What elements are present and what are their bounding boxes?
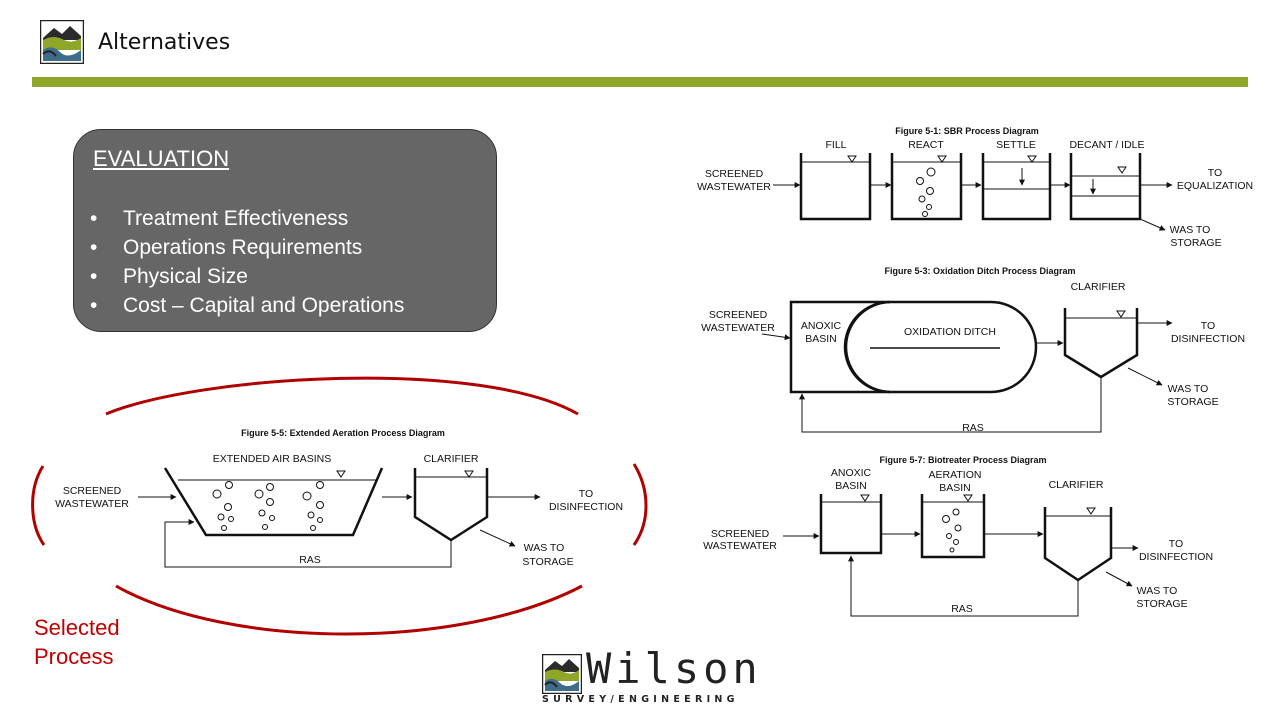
company-name: Wilson xyxy=(586,644,762,693)
air-bubbles xyxy=(212,481,324,531)
list-item: •Physical Size xyxy=(90,265,248,288)
svg-text:RAS: RAS xyxy=(299,554,321,566)
selected-process-ellipse xyxy=(31,376,648,636)
title-divider xyxy=(32,77,1248,87)
selected-process-label: Selected Process xyxy=(34,615,120,669)
svg-text:WAS TO: WAS TO xyxy=(1170,224,1211,236)
svg-text:DISINFECTION: DISINFECTION xyxy=(549,501,623,513)
page-title: Alternatives xyxy=(98,30,231,55)
svg-text:BASIN: BASIN xyxy=(805,333,837,345)
svg-text:DISINFECTION: DISINFECTION xyxy=(1171,333,1245,345)
svg-text:TO: TO xyxy=(1169,538,1183,550)
list-item: •Cost – Capital and Operations xyxy=(90,294,405,317)
svg-text:DECANT / IDLE: DECANT / IDLE xyxy=(1069,139,1144,151)
oxidation-ditch-diagram: Figure 5-3: Oxidation Ditch Process Diag… xyxy=(701,266,1245,434)
svg-text:SCREENED: SCREENED xyxy=(709,309,768,321)
svg-text:WASTEWATER: WASTEWATER xyxy=(697,181,771,193)
landscape-logo-icon xyxy=(542,654,582,694)
svg-text:REACT: REACT xyxy=(908,139,944,151)
svg-text:AERATION: AERATION xyxy=(929,469,982,481)
svg-text:ANOXIC: ANOXIC xyxy=(801,320,842,332)
svg-text:WASTEWATER: WASTEWATER xyxy=(55,498,129,510)
air-bubbles xyxy=(916,167,936,217)
svg-text:Figure 5-3: Oxidation Ditch Pr: Figure 5-3: Oxidation Ditch Process Diag… xyxy=(884,266,1075,276)
svg-text:CLARIFIER: CLARIFIER xyxy=(1049,479,1104,491)
svg-text:STORAGE: STORAGE xyxy=(522,556,573,568)
svg-text:WAS TO: WAS TO xyxy=(1168,383,1209,395)
svg-text:WAS TO: WAS TO xyxy=(524,542,565,554)
svg-text:FILL: FILL xyxy=(825,139,846,151)
svg-text:TO: TO xyxy=(579,488,593,500)
biotreater-diagram: Figure 5-7: Biotreater Process Diagram S… xyxy=(703,455,1213,617)
svg-text:STORAGE: STORAGE xyxy=(1167,396,1218,408)
svg-text:Figure 5-7: Biotreater Process: Figure 5-7: Biotreater Process Diagram xyxy=(879,455,1046,465)
evaluation-heading: EVALUATION xyxy=(93,146,230,171)
svg-text:SETTLE: SETTLE xyxy=(996,139,1036,151)
extended-title: Figure 5-5: Extended Aeration Process Di… xyxy=(241,428,445,438)
svg-text:SCREENED: SCREENED xyxy=(711,528,770,540)
evaluation-list: •Treatment Effectiveness •Operations Req… xyxy=(90,204,404,320)
air-bubbles xyxy=(942,508,962,553)
svg-text:TO: TO xyxy=(1201,320,1215,332)
svg-text:WASTEWATER: WASTEWATER xyxy=(701,322,775,334)
svg-text:BASIN: BASIN xyxy=(835,480,867,492)
svg-text:CLARIFIER: CLARIFIER xyxy=(424,453,479,465)
svg-text:DISINFECTION: DISINFECTION xyxy=(1139,551,1213,563)
svg-text:RAS: RAS xyxy=(951,603,973,615)
landscape-logo-icon xyxy=(40,20,84,64)
svg-text:WAS TO: WAS TO xyxy=(1137,585,1178,597)
svg-text:EQUALIZATION: EQUALIZATION xyxy=(1177,180,1253,192)
extended-aeration-diagram: Figure 5-5: Extended Aeration Process Di… xyxy=(55,428,623,568)
svg-text:STORAGE: STORAGE xyxy=(1170,237,1221,249)
svg-text:OXIDATION DITCH: OXIDATION DITCH xyxy=(904,326,996,338)
svg-text:EXTENDED AIR BASINS: EXTENDED AIR BASINS xyxy=(213,453,331,465)
svg-text:CLARIFIER: CLARIFIER xyxy=(1071,281,1126,293)
svg-text:RAS: RAS xyxy=(962,422,984,434)
svg-text:SCREENED: SCREENED xyxy=(705,168,764,180)
svg-text:WASTEWATER: WASTEWATER xyxy=(703,540,777,552)
svg-text:TO: TO xyxy=(1208,167,1222,179)
svg-text:STORAGE: STORAGE xyxy=(1136,598,1187,610)
company-tagline: SURVEY/ENGINEERING xyxy=(542,694,739,705)
svg-text:SCREENED: SCREENED xyxy=(63,485,122,497)
svg-text:Figure 5-1: SBR Process Diagra: Figure 5-1: SBR Process Diagram xyxy=(895,126,1039,136)
evaluation-box: EVALUATION •Treatment Effectiveness •Ope… xyxy=(73,129,497,332)
list-item: •Treatment Effectiveness xyxy=(90,207,349,230)
sbr-diagram: Figure 5-1: SBR Process Diagram SCREENED… xyxy=(697,126,1253,249)
list-item: •Operations Requirements xyxy=(90,236,363,259)
svg-text:BASIN: BASIN xyxy=(939,482,971,494)
svg-text:ANOXIC: ANOXIC xyxy=(831,467,872,479)
